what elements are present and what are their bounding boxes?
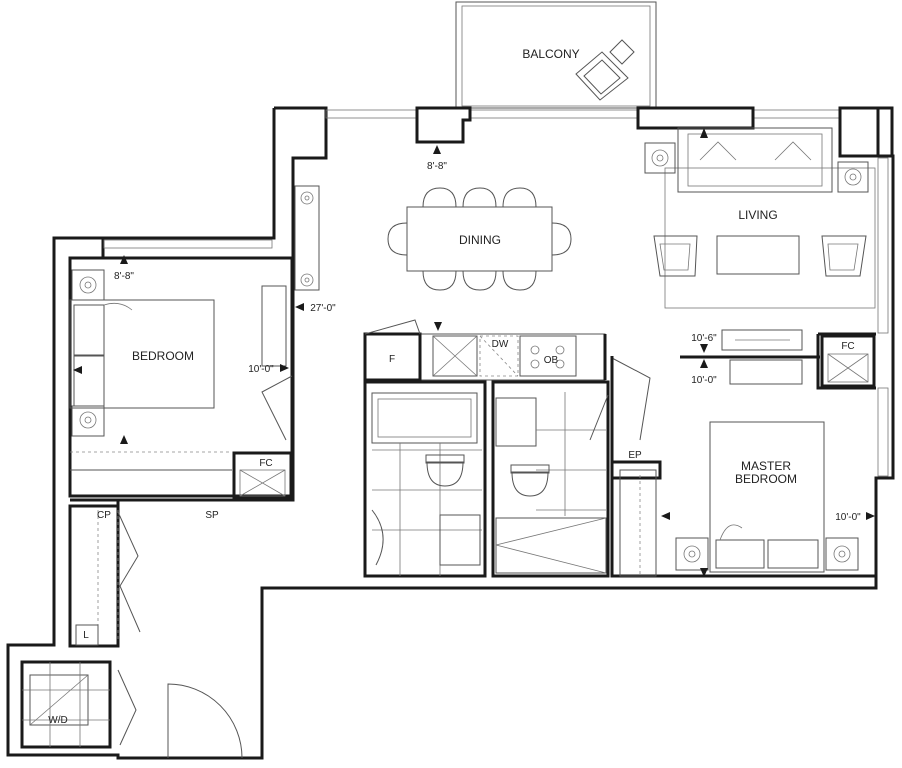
master-width-dim: 10'-0" <box>835 512 861 523</box>
kitchen <box>363 322 606 382</box>
bathroom-main <box>363 380 487 578</box>
sideboard-icon <box>294 185 320 291</box>
fan-coil-bedroom-label: FC <box>259 458 272 469</box>
dim-arrow <box>700 344 708 353</box>
storage-shelf-label: SP <box>205 510 219 521</box>
dishwasher-label: DW <box>492 339 509 350</box>
linen-label: L <box>83 630 89 641</box>
master-bedroom-label-line1: MASTER <box>741 459 791 473</box>
bathroom-ensuite <box>491 380 610 578</box>
dim-arrow <box>433 145 441 154</box>
lamp-icon <box>837 161 869 193</box>
overall-length-dim: 27'-0" <box>310 303 336 314</box>
tv-unit <box>721 329 803 385</box>
dining-window-dim: 8'-8" <box>427 161 447 172</box>
balcony-chair-icon <box>575 39 635 101</box>
bedroom <box>68 256 294 498</box>
fridge-label: F <box>389 354 395 365</box>
master-bedroom <box>610 357 876 578</box>
bedroom-width-dim: 8'-8" <box>114 271 134 282</box>
dining-label: DINING <box>459 233 501 247</box>
electrical-panel-label: EP <box>628 450 642 461</box>
kitchen-wall <box>603 334 614 462</box>
oven-label: OB <box>544 355 559 366</box>
kitchen-door <box>364 319 421 335</box>
living-depth-dim: 10'-6" <box>691 333 717 344</box>
dim-arrow <box>700 359 708 368</box>
entry-door <box>167 683 243 759</box>
fan-coil-living-label: FC <box>841 341 854 352</box>
sofa-icon <box>677 127 833 193</box>
living-rug <box>664 167 876 309</box>
master-depth-dim: 10'-0" <box>691 375 717 386</box>
fan-coil-living <box>820 334 876 388</box>
bedroom-depth-dim: 10'-0" <box>248 364 274 375</box>
dining-table-icon <box>387 187 572 291</box>
dim-arrow <box>700 128 708 138</box>
armchair-icon <box>653 235 698 277</box>
bedroom-label: BEDROOM <box>132 349 194 363</box>
washer-dryer-label: W/D <box>48 715 67 726</box>
closet-pantry-label: CP <box>97 510 111 521</box>
armchair-icon <box>821 235 867 277</box>
living-label: LIVING <box>738 208 777 222</box>
lamp-icon <box>644 142 676 174</box>
washer-dryer <box>20 660 137 749</box>
master-bedroom-label-line2: BEDROOM <box>735 472 797 486</box>
hall <box>68 504 141 648</box>
columns <box>415 106 894 158</box>
bedroom-wall <box>70 380 295 502</box>
coffee-table <box>716 235 800 275</box>
balcony-label: BALCONY <box>522 47 579 61</box>
